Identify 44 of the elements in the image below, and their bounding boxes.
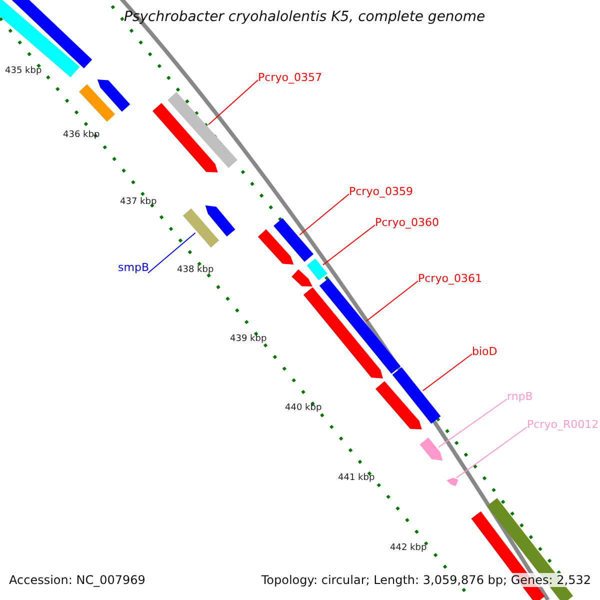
gene-label: Pcryo_0357 — [258, 71, 322, 84]
gene-feature — [319, 278, 401, 374]
tick-label: 441 kbp — [338, 473, 375, 483]
tick-label: 440 kbp — [285, 403, 322, 413]
gene-feature — [79, 84, 115, 122]
gene-feature — [258, 229, 294, 264]
gene-feature — [168, 92, 238, 168]
gene-feature — [205, 205, 236, 236]
gene-feature — [376, 381, 422, 430]
gene-feature — [0, 0, 80, 78]
tick-label: 438 kbp — [177, 265, 214, 275]
leader-line — [322, 224, 376, 266]
tick-label: 437 kbp — [120, 197, 157, 207]
tick-label: 435 kbp — [5, 66, 42, 76]
gene-feature — [152, 103, 218, 172]
gene-feature — [274, 218, 314, 262]
gene-feature — [446, 478, 458, 486]
gene-label: smpB — [118, 261, 149, 274]
title: Psychrobacter cryohalolentis K5, complete genome — [124, 9, 486, 25]
leader-line — [456, 426, 528, 478]
accession-note: Accession: NC_007969 — [9, 573, 146, 587]
gene-feature — [292, 269, 312, 286]
tick-label: 436 kbp — [63, 130, 100, 140]
gene-label: bioD — [472, 345, 498, 358]
gene-label: Pcryo_R0012 — [527, 418, 599, 431]
gene-label: Pcryo_0360 — [375, 216, 439, 229]
genome-summary: Topology: circular; Length: 3,059,876 bp; Genes: 2,532 — [261, 573, 591, 587]
leader-line — [148, 232, 196, 274]
gene-label: rnpB — [507, 390, 533, 403]
leader-line — [366, 280, 418, 322]
gene-label: Pcryo_0359 — [349, 185, 413, 198]
gene-label: Pcryo_0361 — [418, 272, 482, 285]
gene-feature — [392, 367, 441, 424]
gene-feature — [97, 80, 130, 112]
leader-line — [422, 354, 472, 392]
gene-feature — [303, 287, 383, 378]
gene-feature — [420, 438, 443, 461]
tick-label: 439 kbp — [230, 334, 267, 344]
gene-feature — [182, 208, 220, 248]
leader-line — [438, 398, 508, 448]
leader-line — [299, 194, 350, 236]
leader-line — [208, 80, 258, 126]
tick-label: 442 kbp — [390, 543, 427, 553]
gene-feature — [306, 258, 328, 280]
